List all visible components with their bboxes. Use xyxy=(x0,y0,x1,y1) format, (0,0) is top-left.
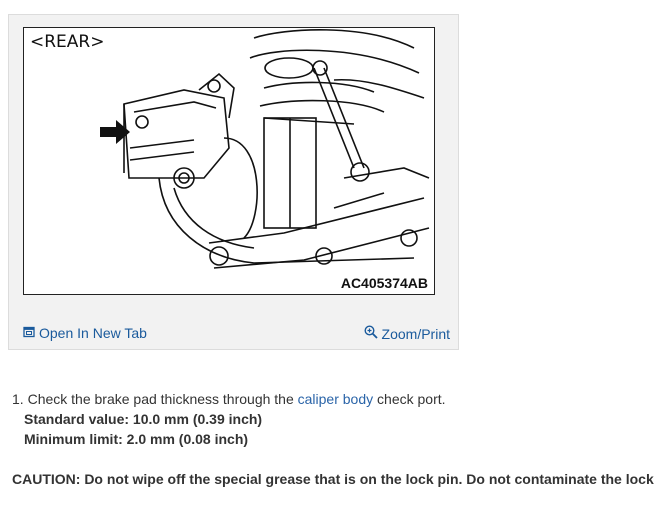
standard-value: Standard value: 10.0 mm (0.39 inch) xyxy=(24,411,263,427)
zoom-print-label: Zoom/Print xyxy=(381,325,450,342)
caliper-body-link[interactable]: caliper body xyxy=(297,391,374,407)
open-in-new-tab-link[interactable]: Open In New Tab xyxy=(23,325,147,341)
figure-actions: Open In New Tab Zoom/Print xyxy=(23,321,450,343)
step-text-before: Check the brake pad thickness through th… xyxy=(27,391,294,407)
brake-caliper-illustration xyxy=(100,29,430,269)
check-port-arrow-icon xyxy=(100,120,130,144)
figure-card: <REAR> AC405374AB Open In New Tab xyxy=(8,14,459,350)
magnifier-icon xyxy=(364,325,378,342)
brake-diagram[interactable]: <REAR> AC405374AB xyxy=(23,27,435,295)
step-text-after: check port. xyxy=(377,391,446,407)
view-label: <REAR> xyxy=(30,32,105,52)
diagram-part-code: AC405374AB xyxy=(340,275,428,291)
open-in-new-tab-label: Open In New Tab xyxy=(39,325,147,341)
step-number: 1. xyxy=(12,391,24,407)
new-tab-icon xyxy=(23,325,35,341)
minimum-limit: Minimum limit: 2.0 mm (0.08 inch) xyxy=(24,431,249,447)
zoom-print-link[interactable]: Zoom/Print xyxy=(364,325,450,342)
instruction-step-1: 1. Check the brake pad thickness through… xyxy=(12,389,642,449)
step-line: 1. Check the brake pad thickness through… xyxy=(12,389,642,409)
caution-note: CAUTION: Do not wipe off the special gre… xyxy=(12,471,654,487)
